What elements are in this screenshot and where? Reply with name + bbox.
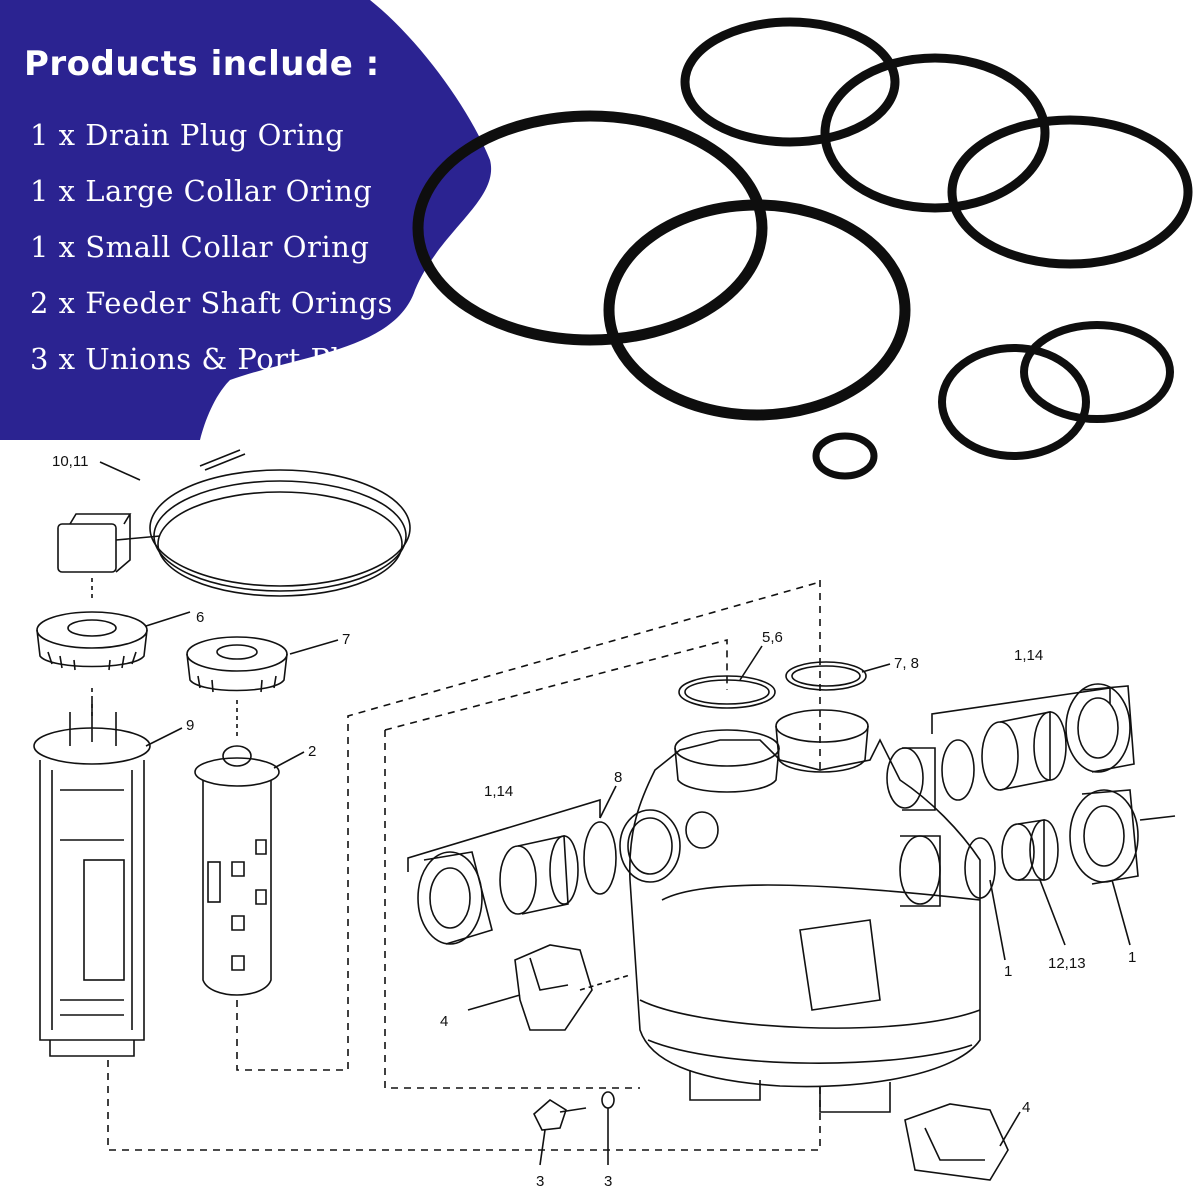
promo-item-qty: 1 x (30, 230, 76, 264)
bracket-icon (514, 944, 631, 1031)
promo-title: Products include : (24, 44, 380, 84)
o-ring-icon (603, 199, 911, 421)
o-ring-icon (947, 115, 1193, 269)
cell-cap (36, 611, 148, 720)
port-plug (1001, 819, 1059, 881)
callout-1-right: 1 (1128, 949, 1136, 966)
promo-item: 1 x Small Collar Oring (30, 230, 369, 264)
promo-item-text: Small Collar Oring (85, 230, 370, 264)
promo-item: 1 x Drain Plug Oring (30, 118, 344, 152)
o-ring-icon (412, 110, 768, 346)
promo-item: 1 x Large Collar Oring (30, 174, 372, 208)
o-ring-icon (680, 17, 900, 147)
callout-1-14-left: 1,14 (484, 783, 513, 800)
o-ring-icon (812, 432, 878, 480)
callout-3-left: 3 (536, 1173, 544, 1190)
callout-4-left: 4 (440, 1013, 448, 1030)
union-tail (981, 711, 1067, 791)
callout-3-right: 3 (604, 1173, 612, 1190)
union-tail (499, 835, 579, 915)
callout-6: 6 (196, 609, 204, 626)
feeder-cap (186, 636, 288, 738)
callout-5-6: 5,6 (762, 629, 783, 646)
o-ring-icon (1020, 321, 1174, 423)
callout-7-8: 7, 8 (894, 655, 919, 672)
promo-item: 3 x Unions & Port Plug Orings (30, 342, 490, 376)
feeder-cartridge-icon (194, 581, 821, 1071)
promo-item-qty: 2 x (30, 286, 76, 320)
o-ring-icon (820, 53, 1050, 213)
callout-8: 8 (614, 769, 622, 786)
o-rings-photo (412, 17, 1193, 480)
union-nut-icon (1069, 789, 1176, 885)
cable-assembly (57, 449, 411, 598)
o-ring-icon (941, 739, 975, 801)
callout-12-13: 12,13 (1048, 955, 1086, 972)
o-ring-icon (964, 837, 996, 899)
callout-4-right: 4 (1022, 1099, 1030, 1116)
promo-item-text: Feeder Shaft Orings (85, 286, 393, 320)
callout-2: 2 (308, 743, 316, 760)
union-nut-icon (1065, 683, 1135, 773)
union-nut-icon (417, 851, 493, 945)
o-ring-icon (938, 344, 1090, 460)
promo-item-qty: 1 x (30, 174, 76, 208)
callout-9: 9 (186, 717, 194, 734)
promo-item-qty: 3 x (30, 342, 76, 376)
valve-body-icon (619, 709, 981, 1113)
promo-panel (0, 0, 492, 440)
o-ring-icon (583, 821, 617, 895)
callout-1-14-right: 1,14 (1014, 647, 1043, 664)
callout-1-mid: 1 (1004, 963, 1012, 980)
port-plug-icon (533, 1099, 587, 1131)
promo-item-qty: 1 x (30, 118, 76, 152)
promo-item-text: Large Collar Oring (85, 174, 373, 208)
bracket-icon (904, 1103, 1009, 1181)
promo-item-text: Unions & Port Plug Orings (85, 342, 491, 376)
callout-10-11: 10,11 (52, 453, 88, 470)
promo-item-text: Drain Plug Oring (85, 118, 345, 152)
promo-item: 2 x Feeder Shaft Orings (30, 286, 393, 320)
o-ring-icon (785, 661, 867, 691)
port-plug-icon (601, 1091, 615, 1109)
callout-7: 7 (342, 631, 350, 648)
salt-cell-icon (33, 580, 821, 1151)
o-ring-icon (678, 675, 776, 709)
